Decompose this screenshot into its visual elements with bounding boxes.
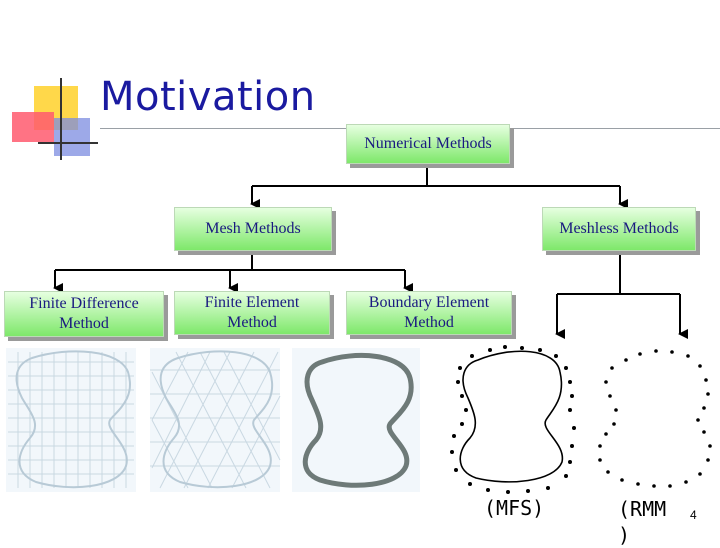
finite-difference-box: Finite Difference Method xyxy=(4,291,164,337)
mesh-methods-box: Mesh Methods xyxy=(174,207,332,251)
mfs-label: (MFS) xyxy=(484,496,545,520)
slide-title: Motivation xyxy=(100,74,316,120)
fdm-grid-image xyxy=(6,348,136,492)
logo-square-red xyxy=(12,112,54,142)
finite-element-box: Finite Element Method xyxy=(174,291,330,335)
mfs-image xyxy=(450,345,576,494)
numerical-methods-box: Numerical Methods xyxy=(346,124,510,164)
fem-mesh-image xyxy=(150,348,281,492)
rmm-image xyxy=(598,349,712,488)
rmm-label: (RMM ) xyxy=(618,497,667,547)
meshless-methods-box: Meshless Methods xyxy=(542,207,696,251)
bem-boundary-image xyxy=(292,348,420,492)
page-number: 4 xyxy=(690,508,697,522)
logo-horizontal-line xyxy=(38,142,98,144)
logo-vertical-line xyxy=(60,78,62,160)
boundary-element-box: Boundary Element Method xyxy=(346,291,512,335)
